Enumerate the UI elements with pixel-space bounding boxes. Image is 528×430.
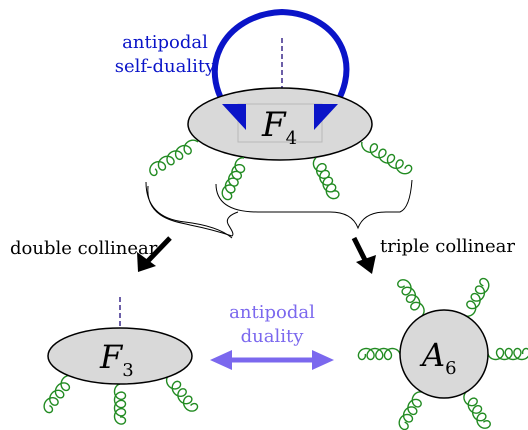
- f4-gluon-4: [361, 141, 413, 175]
- a6-gluon-upper-right: [465, 277, 490, 317]
- a6-gluon-left: [357, 347, 401, 361]
- a6-letter: A: [419, 336, 445, 374]
- f4-letter: F: [261, 105, 287, 145]
- f3-gluon-1: [43, 374, 73, 414]
- f4-highlight-box: [237, 103, 323, 143]
- gluon-group: [43, 139, 528, 430]
- duality-arrowhead-left: [210, 350, 232, 370]
- self-duality-arrowhead-left-top: [222, 104, 246, 130]
- double-collinear-arrow: [137, 236, 172, 272]
- a6-gluon-upper-left: [397, 279, 425, 317]
- f3-subscript: 3: [122, 360, 133, 381]
- f3-label: F3: [99, 338, 134, 381]
- svg-text:F4: F4: [261, 105, 297, 149]
- triple-collinear-brace: [215, 179, 413, 230]
- triple-collinear-arrow: [351, 236, 376, 274]
- a6-gluon-lower-left: [398, 391, 423, 430]
- f3-gluon-2: [113, 383, 127, 425]
- a6-gluon-right: [487, 347, 528, 361]
- double-collinear-brace: [147, 185, 239, 237]
- f4-gluon-2: [221, 157, 246, 201]
- duality-arrow: [210, 350, 334, 370]
- a6-gluon-lower-right: [463, 391, 491, 429]
- a6-blob: [399, 309, 489, 399]
- self-duality-arrowhead-right-top: [314, 104, 338, 130]
- triple-collinear-label: triple collinear: [380, 236, 515, 257]
- svg-text:A6: A6: [419, 336, 457, 379]
- f4-label: F4: [261, 105, 297, 149]
- f3-letter: F: [99, 338, 124, 376]
- double-collinear-brace-main: [145, 181, 233, 239]
- self-duality-label-line2: self-duality: [115, 56, 216, 77]
- duality-label-line1: antipodal: [229, 302, 315, 323]
- double-collinear-label: double collinear: [10, 238, 158, 259]
- f3-blob: [47, 327, 193, 385]
- f4-subscript: 4: [286, 128, 297, 149]
- duality-arrowhead-right: [312, 350, 334, 370]
- f3-gluon-3: [165, 375, 199, 412]
- svg-text:F3: F3: [99, 338, 134, 381]
- f4-gluon-3: [312, 157, 340, 200]
- self-duality-label-line1: antipodal: [122, 32, 208, 53]
- duality-label-line2: duality: [241, 326, 305, 347]
- a6-label: A6: [419, 336, 457, 379]
- f4-gluon-1: [149, 139, 199, 177]
- a6-subscript: 6: [445, 358, 456, 379]
